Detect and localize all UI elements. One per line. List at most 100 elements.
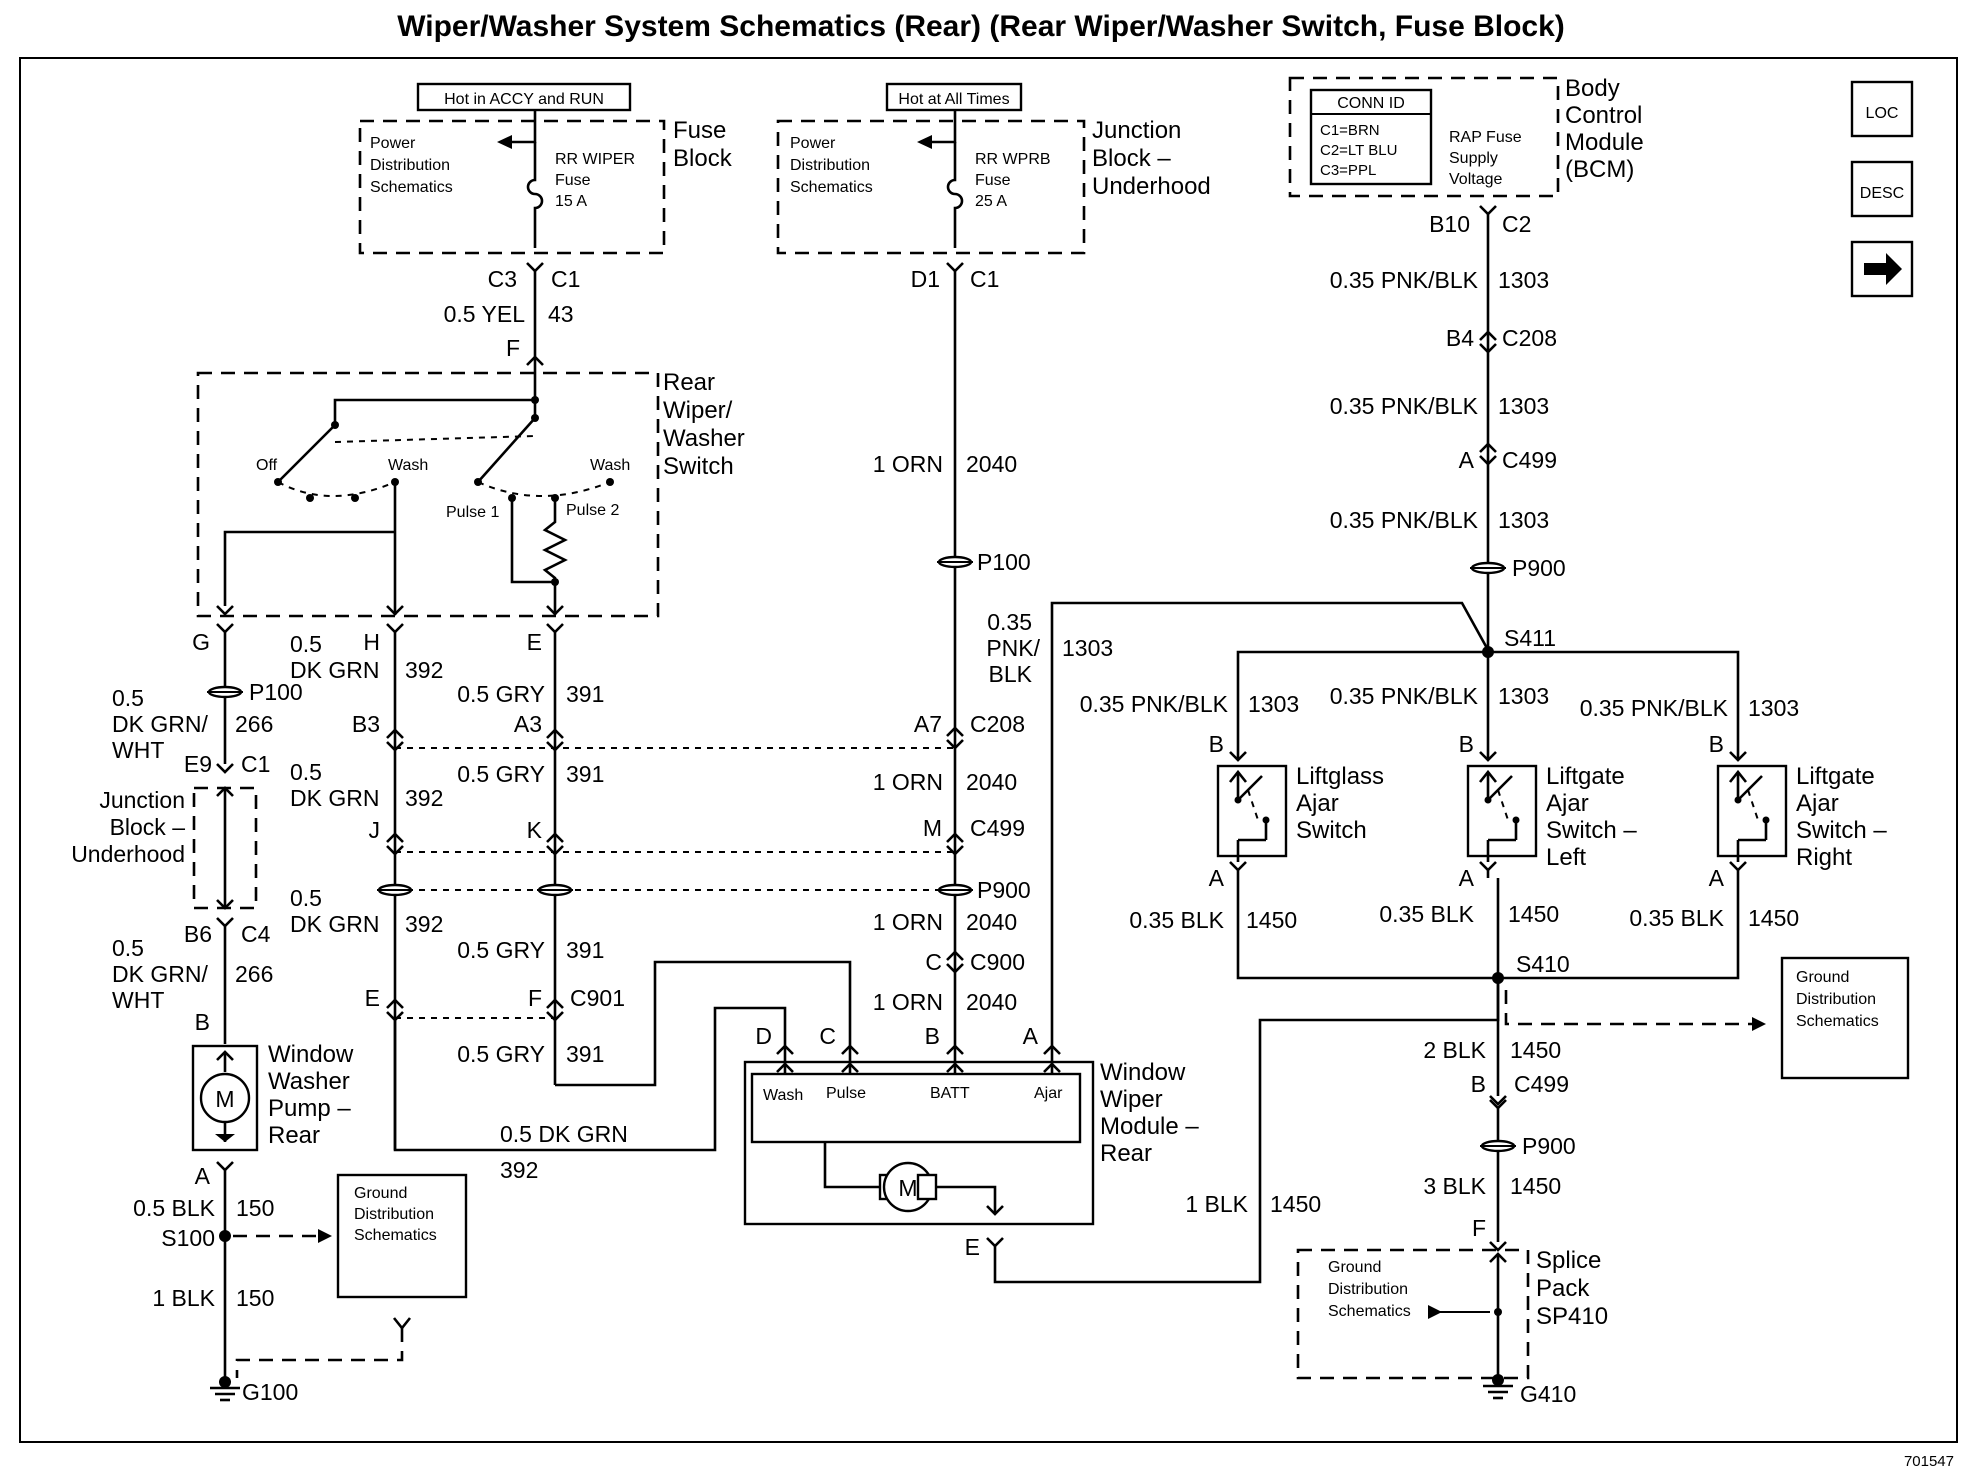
svg-text:B: B — [1209, 731, 1224, 757]
svg-text:Washer: Washer — [268, 1068, 350, 1095]
svg-text:1 BLK: 1 BLK — [152, 1285, 215, 1311]
svg-text:150: 150 — [236, 1195, 274, 1221]
svg-text:Schematics: Schematics — [1796, 1013, 1879, 1030]
svg-text:E: E — [965, 1234, 980, 1260]
svg-text:Liftglass: Liftglass — [1296, 763, 1384, 790]
svg-text:1303: 1303 — [1498, 393, 1549, 419]
svg-text:E: E — [365, 985, 380, 1011]
svg-text:Washer: Washer — [663, 425, 745, 452]
svg-text:392: 392 — [405, 657, 443, 683]
svg-text:0.5 DK GRN: 0.5 DK GRN — [500, 1121, 628, 1147]
svg-text:B3: B3 — [352, 711, 380, 737]
svg-text:0.35 PNK/BLK: 0.35 PNK/BLK — [1080, 691, 1229, 717]
svg-text:391: 391 — [566, 681, 604, 707]
desc-label: DESC — [1860, 185, 1904, 202]
svg-text:WHT: WHT — [112, 737, 164, 763]
svg-text:Pulse 2: Pulse 2 — [566, 502, 619, 519]
svg-text:1 BLK: 1 BLK — [1185, 1191, 1248, 1217]
svg-text:2 BLK: 2 BLK — [1423, 1037, 1486, 1063]
window-washer-pump: M Window Washer Pump – Rear A 0.5 BLK 15… — [133, 1041, 468, 1405]
svg-text:0.35 BLK: 0.35 BLK — [1379, 901, 1474, 927]
arrow-right-icon — [1864, 253, 1902, 285]
svg-text:H: H — [363, 629, 380, 655]
svg-text:1303: 1303 — [1498, 267, 1549, 293]
svg-text:0.35 PNK/BLK: 0.35 PNK/BLK — [1330, 507, 1479, 533]
svg-text:1450: 1450 — [1510, 1037, 1561, 1063]
svg-text:1450: 1450 — [1748, 905, 1799, 931]
svg-text:Block –: Block – — [110, 814, 186, 840]
svg-text:S411: S411 — [1504, 625, 1556, 651]
svg-text:392: 392 — [405, 911, 443, 937]
svg-text:Underhood: Underhood — [71, 841, 185, 867]
loc-button[interactable]: LOC — [1850, 80, 1914, 138]
svg-text:Ground: Ground — [1328, 1259, 1381, 1276]
svg-text:(BCM): (BCM) — [1565, 156, 1634, 183]
svg-text:Rear: Rear — [268, 1122, 320, 1149]
svg-text:Rear: Rear — [663, 369, 715, 396]
svg-text:D1: D1 — [911, 266, 940, 292]
junction-block-underhood: Hot at All Times Power Distribution Sche… — [776, 82, 1211, 292]
svg-text:E9: E9 — [184, 751, 212, 777]
desc-button[interactable]: DESC — [1850, 160, 1914, 218]
svg-text:BLK: BLK — [989, 661, 1033, 687]
svg-text:0.35 PNK/BLK: 0.35 PNK/BLK — [1330, 267, 1479, 293]
svg-text:C499: C499 — [970, 815, 1025, 841]
svg-text:RAP Fuse: RAP Fuse — [1449, 129, 1522, 146]
svg-text:Switch: Switch — [1296, 817, 1367, 844]
svg-text:0.5 BLK: 0.5 BLK — [133, 1195, 215, 1221]
svg-text:266: 266 — [235, 961, 273, 987]
svg-text:2040: 2040 — [966, 989, 1017, 1015]
pds-label: Power — [370, 135, 416, 152]
wire-2040: 1 ORN 2040 P100 A7 C208 1 ORN 2040 M C49… — [873, 271, 1031, 1046]
wire-266: P100 0.5 DK GRN/ WHT 266 E9 C1 Junction … — [71, 623, 303, 1044]
next-button[interactable] — [1850, 240, 1914, 298]
wire-391: 0.5 GRY 391 A3 0.5 GRY 391 K 0.5 GRY 391… — [457, 623, 852, 1087]
svg-text:A: A — [1023, 1023, 1039, 1049]
svg-text:2040: 2040 — [966, 909, 1017, 935]
svg-text:Pulse: Pulse — [826, 1085, 866, 1102]
svg-text:1 ORN: 1 ORN — [873, 769, 943, 795]
svg-text:A: A — [195, 1163, 211, 1189]
svg-text:C3=PPL: C3=PPL — [1320, 162, 1376, 179]
svg-text:C499: C499 — [1514, 1071, 1569, 1097]
svg-text:Wiper/: Wiper/ — [663, 397, 733, 424]
svg-text:DK GRN/: DK GRN/ — [112, 961, 208, 987]
svg-text:K: K — [527, 817, 543, 843]
svg-text:DK GRN: DK GRN — [290, 911, 379, 937]
svg-text:43: 43 — [548, 301, 574, 327]
svg-text:B10: B10 — [1429, 211, 1470, 237]
svg-text:Block: Block — [673, 145, 733, 172]
svg-text:2040: 2040 — [966, 451, 1017, 477]
svg-text:1450: 1450 — [1246, 907, 1297, 933]
svg-text:Switch –: Switch – — [1796, 817, 1887, 844]
svg-text:0.35 PNK/BLK: 0.35 PNK/BLK — [1330, 683, 1479, 709]
svg-text:0.5 GRY: 0.5 GRY — [457, 937, 545, 963]
window-wiper-module: D C B A Wash Pulse BATT Ajar M Window Wi… — [743, 978, 1500, 1284]
svg-text:2040: 2040 — [966, 769, 1017, 795]
svg-text:Window: Window — [268, 1041, 354, 1068]
svg-text:A: A — [1209, 865, 1225, 891]
svg-text:C: C — [819, 1023, 836, 1049]
svg-text:P100: P100 — [249, 679, 303, 705]
fuse-label: RR WIPER — [555, 151, 635, 168]
svg-text:15 A: 15 A — [555, 193, 587, 210]
svg-text:Distribution: Distribution — [370, 157, 450, 174]
svg-text:Wiper: Wiper — [1100, 1086, 1163, 1113]
svg-text:B: B — [925, 1023, 940, 1049]
svg-text:1 ORN: 1 ORN — [873, 451, 943, 477]
svg-text:Switch –: Switch – — [1546, 817, 1637, 844]
svg-text:C4: C4 — [241, 921, 271, 947]
svg-text:Ajar: Ajar — [1296, 790, 1339, 817]
svg-text:Hot at All Times: Hot at All Times — [898, 91, 1009, 108]
svg-text:0.5: 0.5 — [112, 935, 144, 961]
rear-wiper-washer-switch: Rear Wiper/ Washer Switch Off Wash Wash … — [192, 365, 745, 655]
svg-text:F: F — [1472, 1215, 1486, 1241]
svg-text:1303: 1303 — [1248, 691, 1299, 717]
svg-text:A7: A7 — [914, 711, 942, 737]
svg-text:PNK/: PNK/ — [986, 635, 1040, 661]
loc-label: LOC — [1866, 105, 1899, 122]
svg-text:A3: A3 — [514, 711, 542, 737]
